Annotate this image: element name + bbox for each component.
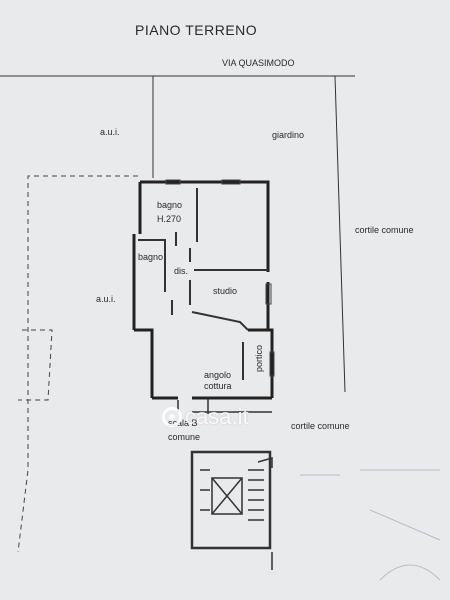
stair-label-line2: comune [168, 432, 201, 442]
area-label-aui-top: a.u.i. [100, 127, 120, 137]
watermark-text: casa.it [185, 404, 249, 429]
room-label-kitchen-line1: angolo [204, 370, 232, 380]
plan-title: PIANO TERRENO [135, 22, 258, 38]
dashed-boundary [17, 175, 138, 553]
room-label-bagno: bagno [157, 200, 183, 210]
street-label: VIA QUASIMODO [222, 58, 295, 68]
room-height-label: H.270 [157, 214, 182, 224]
apartment-walls [132, 180, 274, 400]
watermark: casa.it [162, 404, 249, 430]
area-label-courtyard-right: cortile comune [355, 225, 414, 235]
window-marks [165, 179, 275, 377]
area-label-courtyard-bottom: cortile comune [291, 421, 350, 431]
room-label-disimpegno: dis. [174, 266, 189, 276]
faint-background-marks [300, 469, 441, 581]
area-label-garden: giardino [272, 130, 305, 140]
stair-label-line1: scala B [168, 418, 198, 428]
room-label-bagno-small: bagno [138, 252, 164, 262]
casa-logo-icon [162, 407, 182, 427]
partition-walls [138, 188, 268, 380]
area-label-aui-left: a.u.i. [96, 294, 116, 304]
stair-core [177, 398, 273, 570]
street-lines [0, 75, 355, 393]
room-label-portico: portico [254, 344, 264, 372]
room-label-kitchen-line2: cottura [204, 381, 232, 391]
room-label-studio: studio [213, 286, 238, 296]
